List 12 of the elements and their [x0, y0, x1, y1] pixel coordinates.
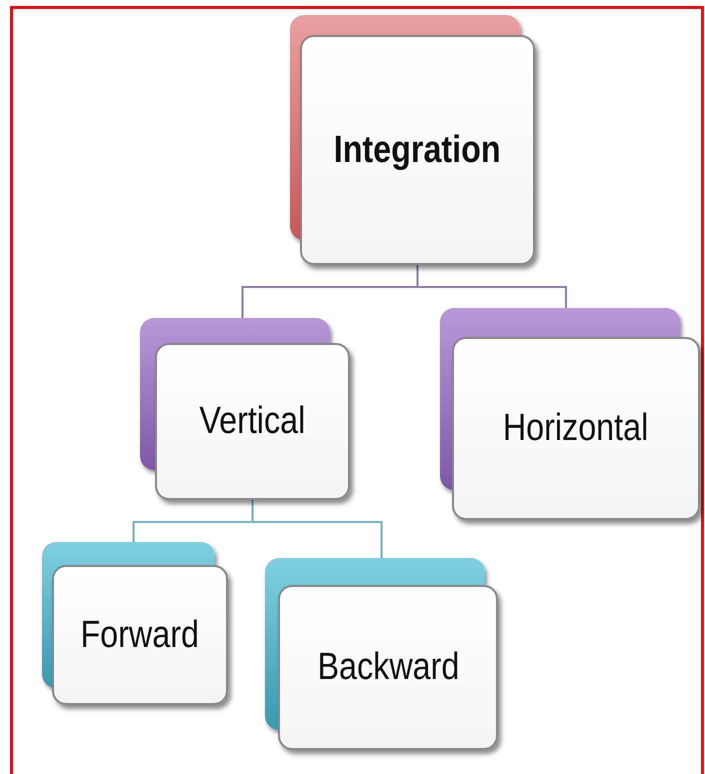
- node-label: Forward: [80, 614, 200, 656]
- connector-line: [416, 265, 567, 308]
- node-label: Vertical: [200, 400, 306, 443]
- card-node: [265, 558, 498, 750]
- node-label: Integration: [334, 128, 501, 172]
- card-node: [440, 308, 700, 520]
- card-node: [42, 542, 228, 705]
- node-label: Backward: [317, 646, 459, 689]
- node-label: Horizontal: [503, 407, 649, 450]
- card-node: [140, 318, 350, 500]
- connector-line: [252, 500, 382, 558]
- card-node: [290, 15, 535, 265]
